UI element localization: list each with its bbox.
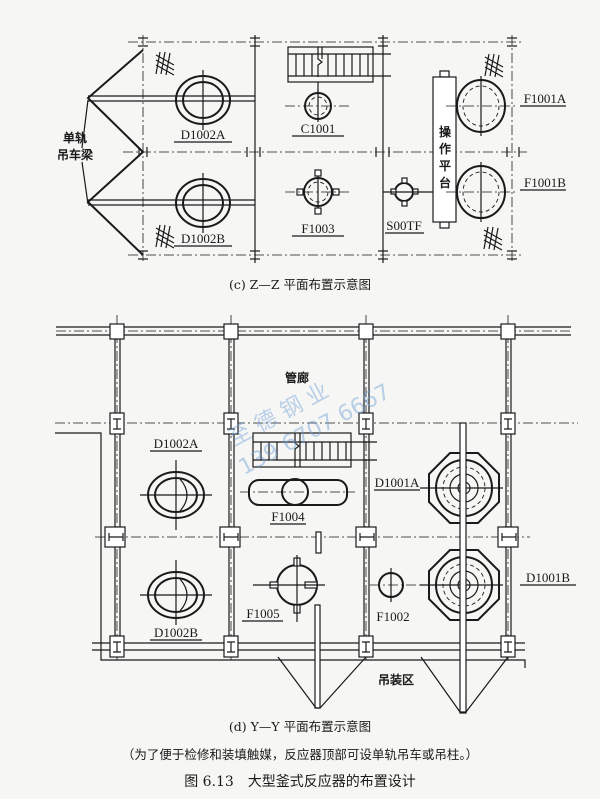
vessel-f1003: F1003 (285, 169, 350, 237)
monorail-crane-beam: 单轨 吊车梁 (57, 49, 255, 256)
structure: 管廊 (55, 315, 578, 668)
vessel-c1001: C1001 (285, 90, 350, 137)
reactor-f1001b: F1001B (446, 162, 566, 222)
figure-title: 图 6.13 大型釜式反应器的布置设计 (184, 773, 416, 790)
label-f1005: F1005 (246, 606, 279, 621)
lifting-area-label: 吊装区 (378, 672, 414, 687)
grid-lines (123, 35, 527, 263)
vessel-f1004: F1004 (240, 478, 355, 525)
reactor-d1002a: D1002A (174, 70, 232, 143)
reactor-d1001b: D1001B (420, 549, 576, 621)
vessel-s00tf: S00TF (383, 177, 433, 234)
label-s00tf: S00TF (386, 218, 421, 233)
label-f1001b: F1001B (524, 175, 566, 190)
ladder (252, 432, 377, 468)
ladder (287, 46, 391, 94)
reactor-d1001a: D1001A (374, 452, 503, 524)
monorail-label: 单轨 (63, 130, 87, 145)
operating-platform: 操 作 平 台 (432, 70, 457, 229)
pipe-rack-label: 管廊 (285, 370, 309, 385)
top-view: 单轨 吊车梁 D1002A D1002B (57, 35, 567, 292)
label-f1001a: F1001A (524, 91, 567, 106)
label-c1001: C1001 (301, 121, 336, 136)
small-support (315, 531, 322, 554)
platform-label: 操 (439, 124, 452, 139)
vertical-beam (314, 604, 321, 709)
platform-label: 作 (439, 141, 451, 156)
label-d1001b: D1001B (526, 570, 570, 585)
platform-label: 平 (439, 159, 451, 173)
monorail-beam (277, 422, 509, 714)
platform-label: 台 (439, 175, 451, 190)
label-d1002a: D1002A (181, 127, 226, 142)
reactor-d1002b: D1002B (140, 560, 212, 641)
label-f1003: F1003 (301, 221, 334, 236)
caption-d: (d) Y—Y 平面布置示意图 (229, 719, 371, 734)
label-f1004: F1004 (271, 509, 305, 524)
label-d1001a: D1001A (375, 475, 420, 490)
label-f1002: F1002 (376, 609, 409, 624)
label-d1002a: D1002A (154, 436, 199, 451)
bottom-view: 管廊 D1002A D1002B F1004 (55, 315, 578, 734)
vessel-f1002: F1002 (370, 568, 430, 624)
hatch-marks (155, 51, 504, 251)
caption-c: (c) Z—Z 平面布置示意图 (229, 277, 371, 292)
monorail-label-2: 吊车梁 (57, 147, 93, 162)
reactor-f1001a: F1001A (446, 76, 567, 136)
label-d1002b: D1002B (181, 231, 225, 246)
note: （为了便于检修和装填触媒，反应器顶部可设单轨吊车或吊柱。） (122, 747, 478, 762)
vessel-f1005: F1005 (242, 555, 325, 622)
reactor-d1002a: D1002A (140, 436, 212, 530)
label-d1002b: D1002B (154, 625, 198, 640)
reactor-d1002b: D1002B (174, 173, 232, 247)
columns (104, 323, 519, 658)
